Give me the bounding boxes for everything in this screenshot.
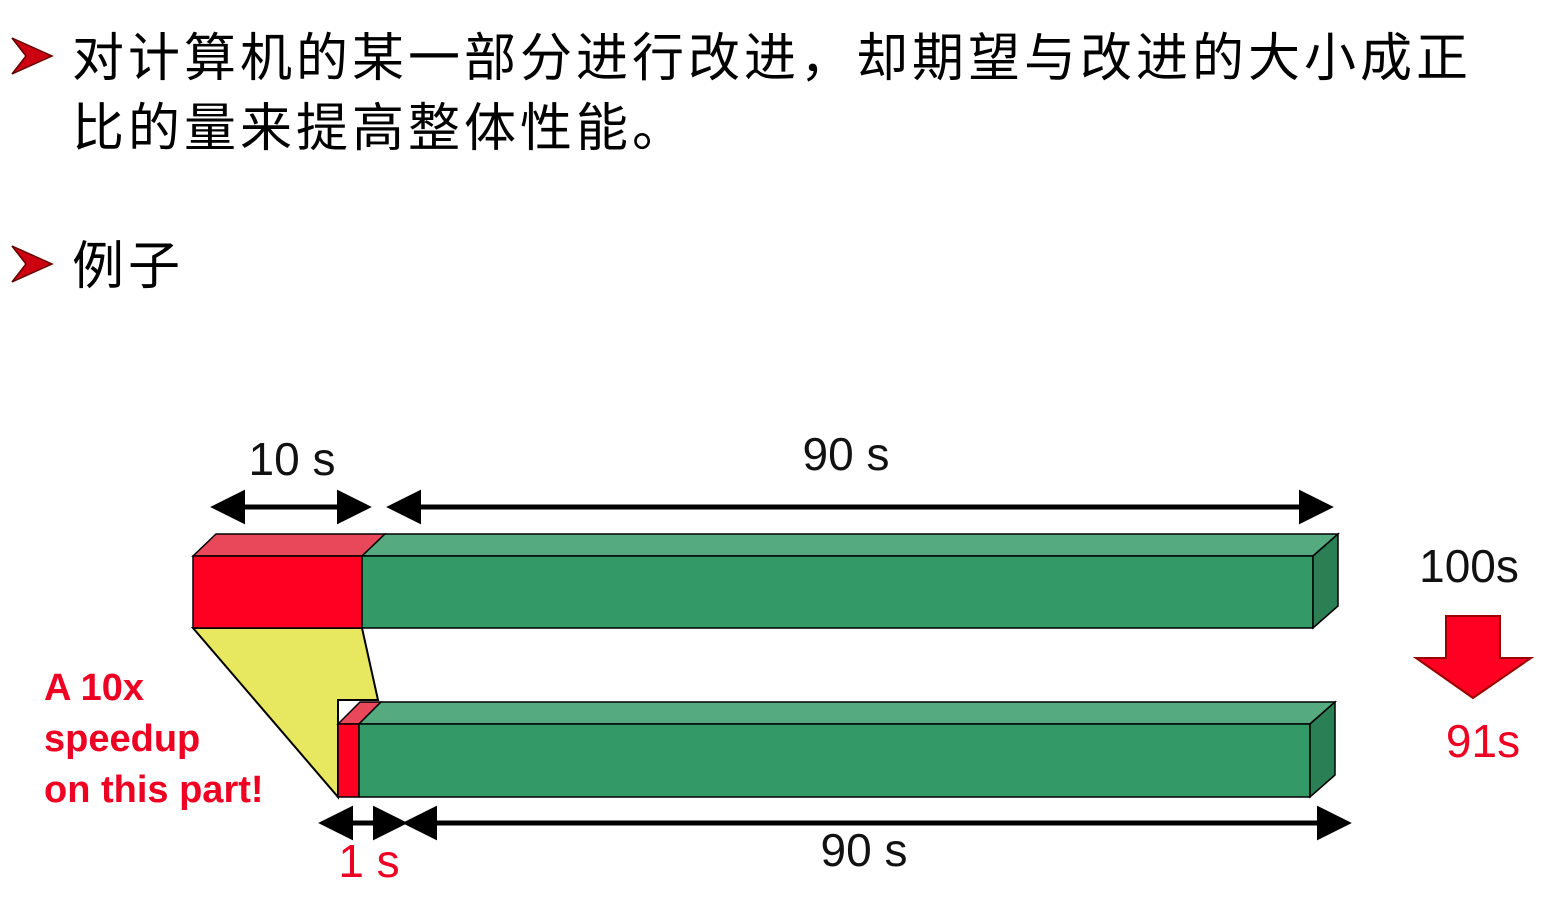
bottom-green-segment — [358, 723, 1311, 798]
annotation-line-2: speedup — [44, 718, 200, 760]
bottom-green-segment-top-face — [357, 701, 1337, 725]
bottom-green-segment-side-face — [1309, 700, 1336, 799]
top-green-segment-side-face — [1312, 532, 1339, 630]
arrow-bullet-icon — [11, 245, 54, 283]
top-red-segment-top-face — [191, 533, 387, 557]
arrow-bullet-icon — [11, 37, 54, 75]
annotation-line-3: on this part! — [44, 769, 264, 811]
top-green-segment — [361, 555, 1314, 629]
bottom-total-time-label: 91s — [1446, 715, 1520, 767]
bullet-text-example: 例子 — [72, 237, 185, 297]
bullet-item-1: 对计算机的某一部分进行改进，却期望与改进的大小成正 比的量来提高整体性能。 — [0, 24, 1553, 159]
top-total-time-label: 100s — [1419, 540, 1519, 592]
annotation-line-1: A 10x — [44, 667, 144, 709]
bottom-left-duration-label: 1 s — [338, 835, 399, 887]
bottom-red-segment — [337, 723, 360, 798]
down-arrow-icon — [1412, 615, 1535, 700]
bullet-item-2: 例子 — [0, 232, 400, 297]
top-left-duration-label: 10 s — [249, 433, 336, 485]
bullet-text-line1: 对计算机的某一部分进行改进，却期望与改进的大小成正 — [72, 29, 1473, 89]
top-right-duration-label: 90 s — [803, 428, 890, 480]
top-red-segment — [192, 555, 363, 629]
top-green-segment-top-face — [360, 533, 1340, 557]
bottom-right-duration-label: 90 s — [821, 824, 908, 876]
bullet-text-line2: 比的量来提高整体性能。 — [72, 99, 689, 159]
